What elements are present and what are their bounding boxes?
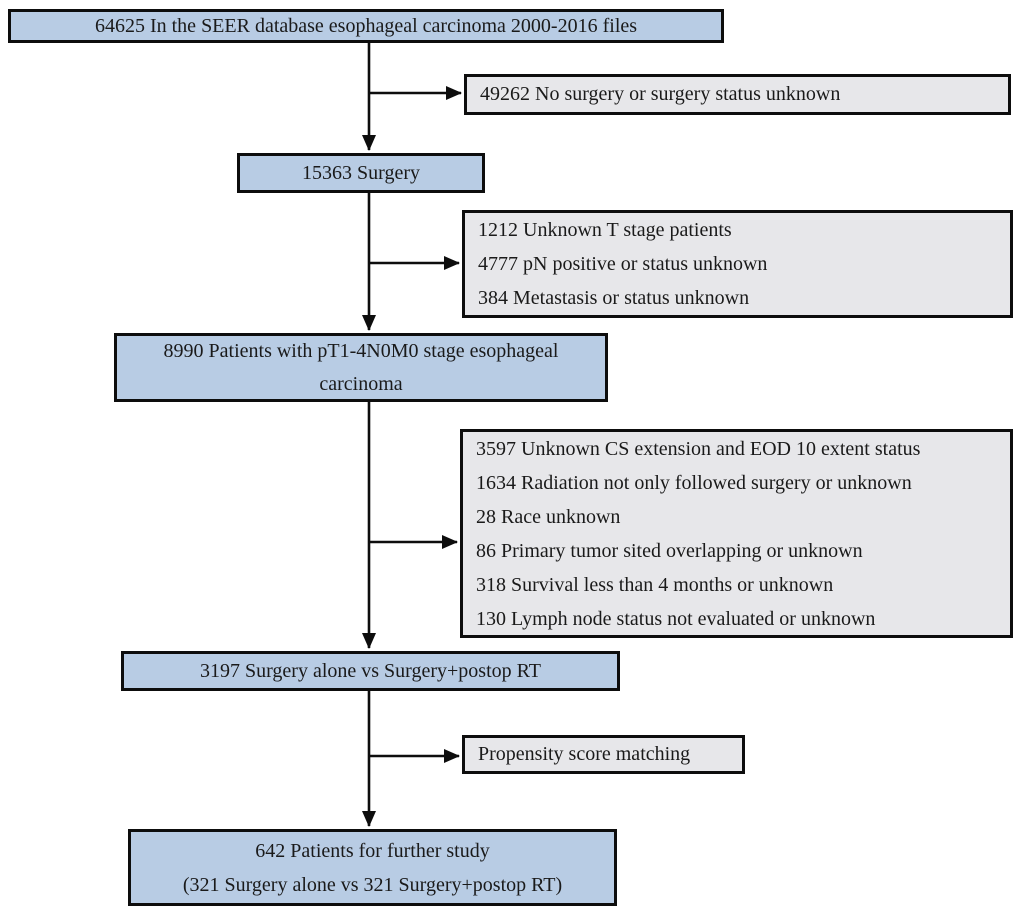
node-excluded-stage-criteria: 1212 Unknown T stage patients 4777 pN po… [462,210,1013,318]
node-text: 1212 Unknown T stage patients [478,219,732,241]
node-text: 49262 No surgery or surgery status unkno… [480,83,841,105]
node-text: 318 Survival less than 4 months or unkno… [476,573,834,596]
node-text: Propensity score matching [478,743,691,765]
node-text: 8990 Patients with pT1-4N0M0 stage esoph… [163,339,559,362]
node-text: 64625 In the SEER database esophageal ca… [94,14,638,37]
node-text: 28 Race unknown [476,505,621,528]
node-propensity-score-matching: Propensity score matching [462,735,745,774]
node-text: 3197 Surgery alone vs Surgery+postop RT [200,659,541,682]
node-text: carcinoma [319,372,403,395]
node-text: 3597 Unknown CS extension and EOD 10 ext… [476,437,921,460]
node-excluded-no-surgery: 49262 No surgery or surgery status unkno… [464,74,1011,115]
node-text: (321 Surgery alone vs 321 Surgery+postop… [182,873,563,896]
node-final-study-cohort: 642 Patients for further study (321 Surg… [128,829,617,906]
node-surgery-vs-postop-rt: 3197 Surgery alone vs Surgery+postop RT [121,651,620,691]
node-excluded-other-criteria: 3597 Unknown CS extension and EOD 10 ext… [460,429,1013,638]
node-text: 4777 pN positive or status unknown [478,253,768,275]
node-text: 642 Patients for further study [255,839,490,862]
node-surgery: 15363 Surgery [237,153,485,193]
node-text: 15363 Surgery [302,161,420,184]
node-text: 384 Metastasis or status unknown [478,287,750,309]
node-text: 86 Primary tumor sited overlapping or un… [476,539,863,562]
node-text: 1634 Radiation not only followed surgery… [476,471,912,494]
node-pt1-4n0m0-patients: 8990 Patients with pT1-4N0M0 stage esoph… [114,333,608,402]
node-seer-database: 64625 In the SEER database esophageal ca… [8,9,724,43]
node-text: 130 Lymph node status not evaluated or u… [476,607,876,630]
